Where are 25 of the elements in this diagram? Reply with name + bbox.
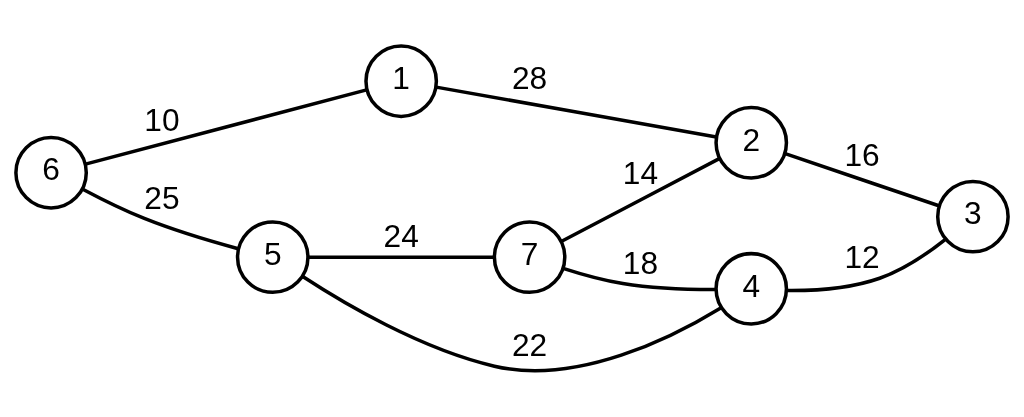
edge-label: 22 bbox=[511, 327, 548, 364]
connector bbox=[308, 255, 495, 259]
connector bbox=[560, 157, 721, 244]
node-circle: 4 bbox=[714, 251, 789, 326]
node-circle: 2 bbox=[714, 105, 789, 180]
edge-label: 24 bbox=[383, 218, 419, 255]
node-circle: 1 bbox=[364, 44, 439, 119]
connector bbox=[786, 238, 947, 293]
edge-label: 28 bbox=[511, 59, 548, 96]
connector bbox=[301, 275, 722, 373]
connector bbox=[435, 85, 717, 139]
node-circle: 5 bbox=[235, 220, 310, 295]
edge-label: 16 bbox=[844, 137, 880, 174]
node-circle: 3 bbox=[935, 179, 1010, 254]
connector bbox=[562, 266, 716, 292]
connector bbox=[85, 88, 368, 166]
node-circle: 7 bbox=[492, 220, 567, 295]
edge-label: 10 bbox=[144, 102, 180, 139]
edge-label: 18 bbox=[622, 244, 659, 281]
edge-label: 14 bbox=[622, 154, 659, 191]
edge-label: 25 bbox=[144, 179, 180, 216]
connector bbox=[784, 152, 940, 208]
node-circle: 6 bbox=[14, 135, 89, 210]
edge-label: 12 bbox=[844, 239, 880, 276]
connector bbox=[81, 187, 239, 251]
